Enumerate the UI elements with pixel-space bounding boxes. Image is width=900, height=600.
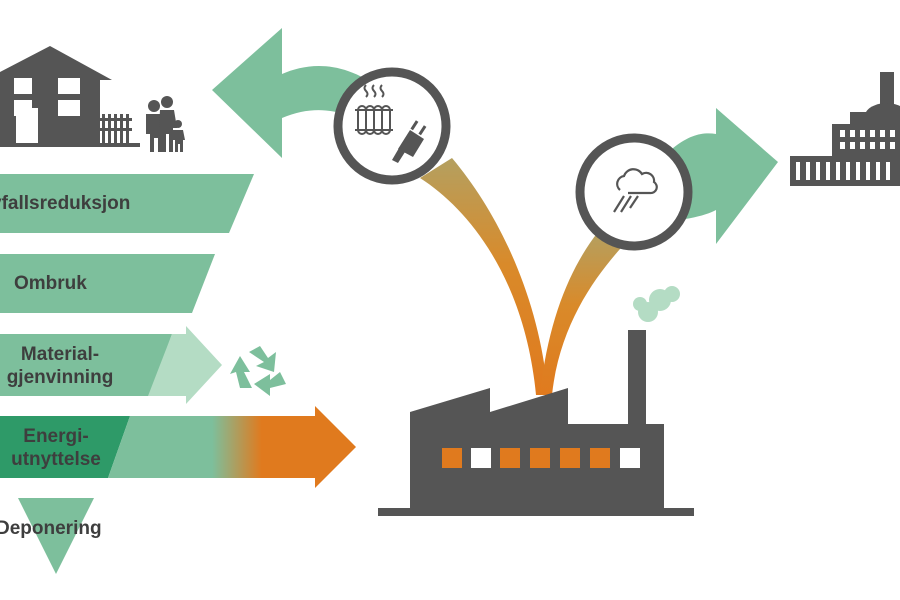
- label-avfallsreduksjon: Avfallsreduksjon: [0, 193, 131, 214]
- label-energiutnyttelse: Energi- utnyttelse: [11, 426, 101, 470]
- level-bar-avfallsreduksjon: [0, 174, 254, 233]
- level-bar-deponering: [18, 498, 94, 574]
- steam-circle: [575, 133, 693, 251]
- steam-icon: [613, 168, 658, 213]
- factory-icon: [378, 286, 694, 516]
- power-plug-icon: [392, 120, 427, 163]
- recycle-icon: [230, 346, 286, 396]
- label-materialgjenvinning: Material- gjenvinning: [6, 344, 114, 388]
- curved-arrow-left: [212, 28, 398, 158]
- heat-power-circle: [333, 67, 451, 185]
- house-icon: [0, 46, 140, 147]
- family-icon: [146, 96, 185, 152]
- arrow-energy: [108, 406, 356, 488]
- industrial-building-icon: [790, 72, 900, 186]
- arrow-head-material: [148, 326, 222, 404]
- energy-stream-heat-power: [420, 158, 548, 395]
- label-ombruk: Ombruk: [14, 273, 87, 294]
- energy-stream-steam: [540, 232, 630, 395]
- level-bar-materialgjenvinning: [0, 326, 222, 404]
- level-bar-ombruk: [0, 254, 215, 313]
- label-deponering: Deponering: [0, 518, 102, 539]
- radiator-icon: [355, 84, 393, 135]
- fence: [100, 114, 132, 144]
- level-bar-energiutnyttelse: [0, 406, 356, 488]
- factory-smoke: [633, 286, 680, 322]
